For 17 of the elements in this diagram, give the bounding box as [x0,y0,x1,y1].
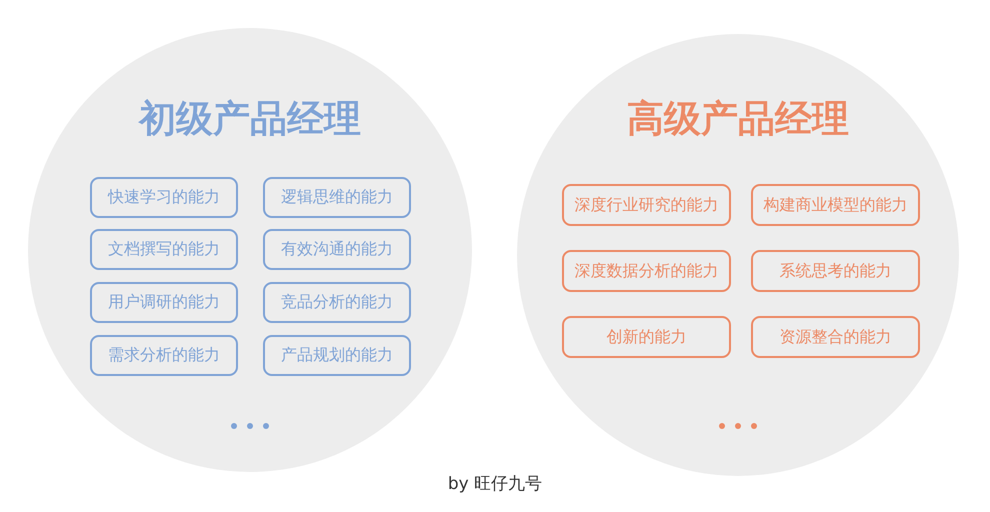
skill-tag: 深度数据分析的能力 [562,250,731,292]
skill-tag: 用户调研的能力 [90,282,238,323]
skill-tag: 逻辑思维的能力 [263,177,411,218]
skill-tag: 需求分析的能力 [90,335,238,376]
skill-tag: 资源整合的能力 [751,316,920,358]
heading: 初级产品经理 [139,100,361,137]
skill-tag: 深度行业研究的能力 [562,184,731,226]
skill-tag: 有效沟通的能力 [263,229,411,270]
skill-tag: 产品规划的能力 [263,335,411,376]
skill-tag: 系统思考的能力 [751,250,920,292]
skill-tag: 快速学习的能力 [90,177,238,218]
skill-tag: 创新的能力 [562,316,731,358]
heading: 高级产品经理 [627,100,849,137]
skill-tag: 构建商业模型的能力 [751,184,920,226]
caption: by 旺仔九号 [448,474,542,494]
skill-tag: 竞品分析的能力 [263,282,411,323]
skill-tag: 文档撰写的能力 [90,229,238,270]
